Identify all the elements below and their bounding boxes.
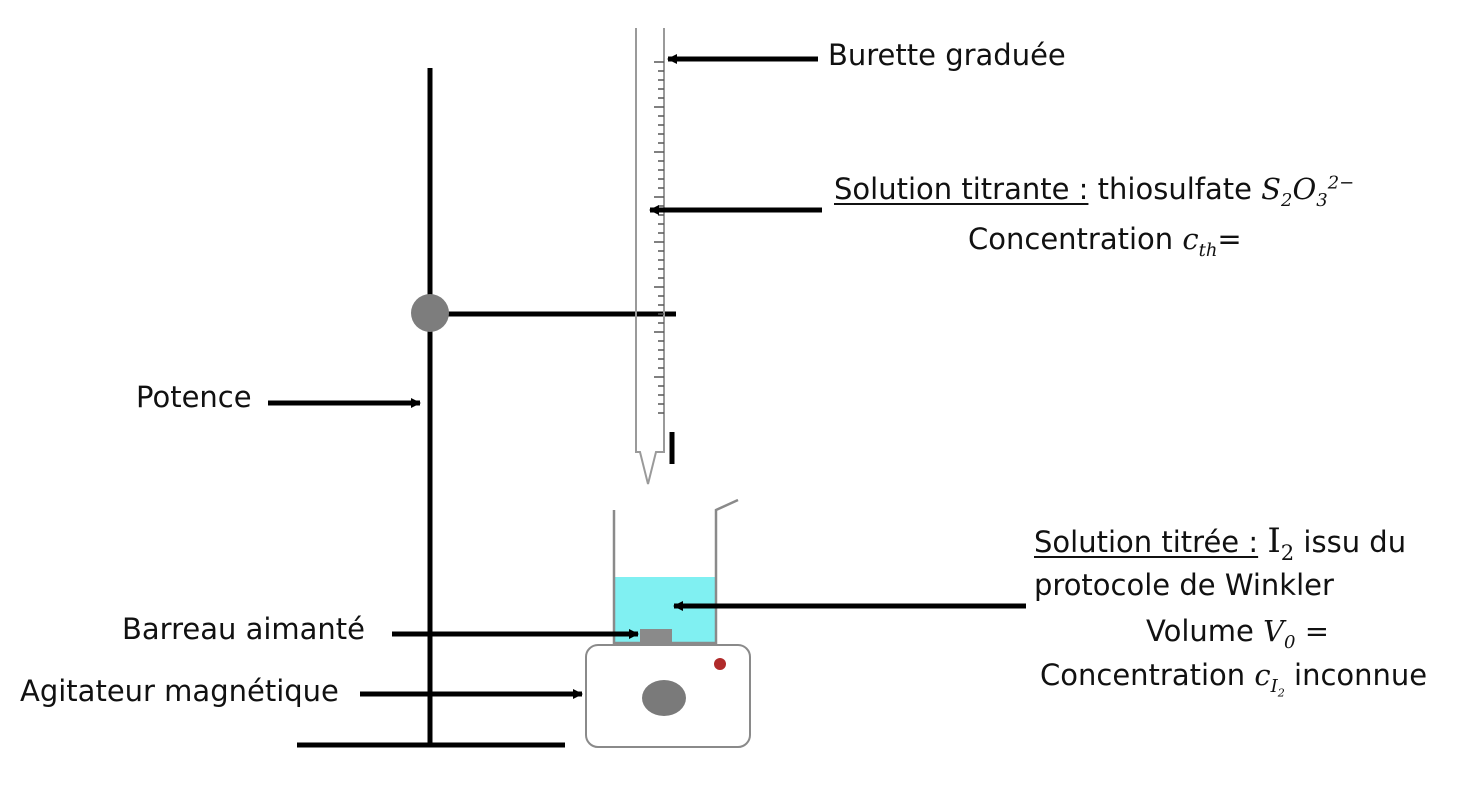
label-titrant-concentration: Concentration cth= (968, 222, 1242, 261)
barreau-text: Barreau aimanté (122, 612, 366, 646)
label-volume: Volume V0 = (1146, 614, 1329, 653)
burette-text: Burette graduée (828, 38, 1066, 72)
titrant-name: thiosulfate (1097, 172, 1252, 206)
titrant-formula: S2O32− (1261, 172, 1355, 211)
burette-graduations (654, 61, 664, 414)
titree-line2: protocole de Winkler (1034, 568, 1334, 602)
titree-title: Solution titrée : (1034, 525, 1259, 559)
titrant-conc-symbol: cth (1182, 222, 1218, 261)
indicator-led (714, 658, 726, 670)
burette (635, 28, 675, 485)
titree-conc-prefix: Concentration (1040, 658, 1246, 692)
volume-eq: = (1304, 614, 1329, 648)
titrant-conc-eq: = (1217, 222, 1242, 256)
arrows (268, 54, 1026, 699)
stirrer-knob (642, 680, 686, 716)
label-titree-concentration: Concentration cI2 inconnue (1040, 658, 1428, 700)
volume-prefix: Volume (1146, 614, 1254, 648)
stir-bar (640, 629, 672, 643)
potence-text: Potence (136, 380, 252, 414)
titree-species: I2 (1267, 521, 1295, 565)
label-titree: Solution titrée : I2 issu du (1034, 521, 1407, 565)
titree-conc-symbol: cI2 (1254, 658, 1285, 700)
burette-tube (635, 28, 665, 485)
beaker-outline (612, 498, 739, 645)
label-titree-line2: protocole de Winkler (1034, 568, 1334, 602)
agitateur-text: Agitateur magnétique (20, 674, 339, 708)
label-titrant: Solution titrante : thiosulfate S2O32− (834, 172, 1355, 211)
titrant-title: Solution titrante : (834, 172, 1089, 206)
titree-rest: issu du (1303, 525, 1407, 559)
label-agitateur: Agitateur magnétique (20, 674, 339, 708)
label-barreau: Barreau aimanté (122, 612, 365, 646)
clamp-ball (411, 294, 449, 332)
volume-symbol: V0 (1263, 614, 1296, 653)
titree-conc-suffix: inconnue (1294, 658, 1428, 692)
magnetic-stirrer (585, 644, 751, 748)
label-potence: Potence (136, 380, 252, 414)
titrant-conc-prefix: Concentration (968, 222, 1174, 256)
beaker (612, 498, 739, 645)
label-burette: Burette graduée (828, 38, 1066, 72)
